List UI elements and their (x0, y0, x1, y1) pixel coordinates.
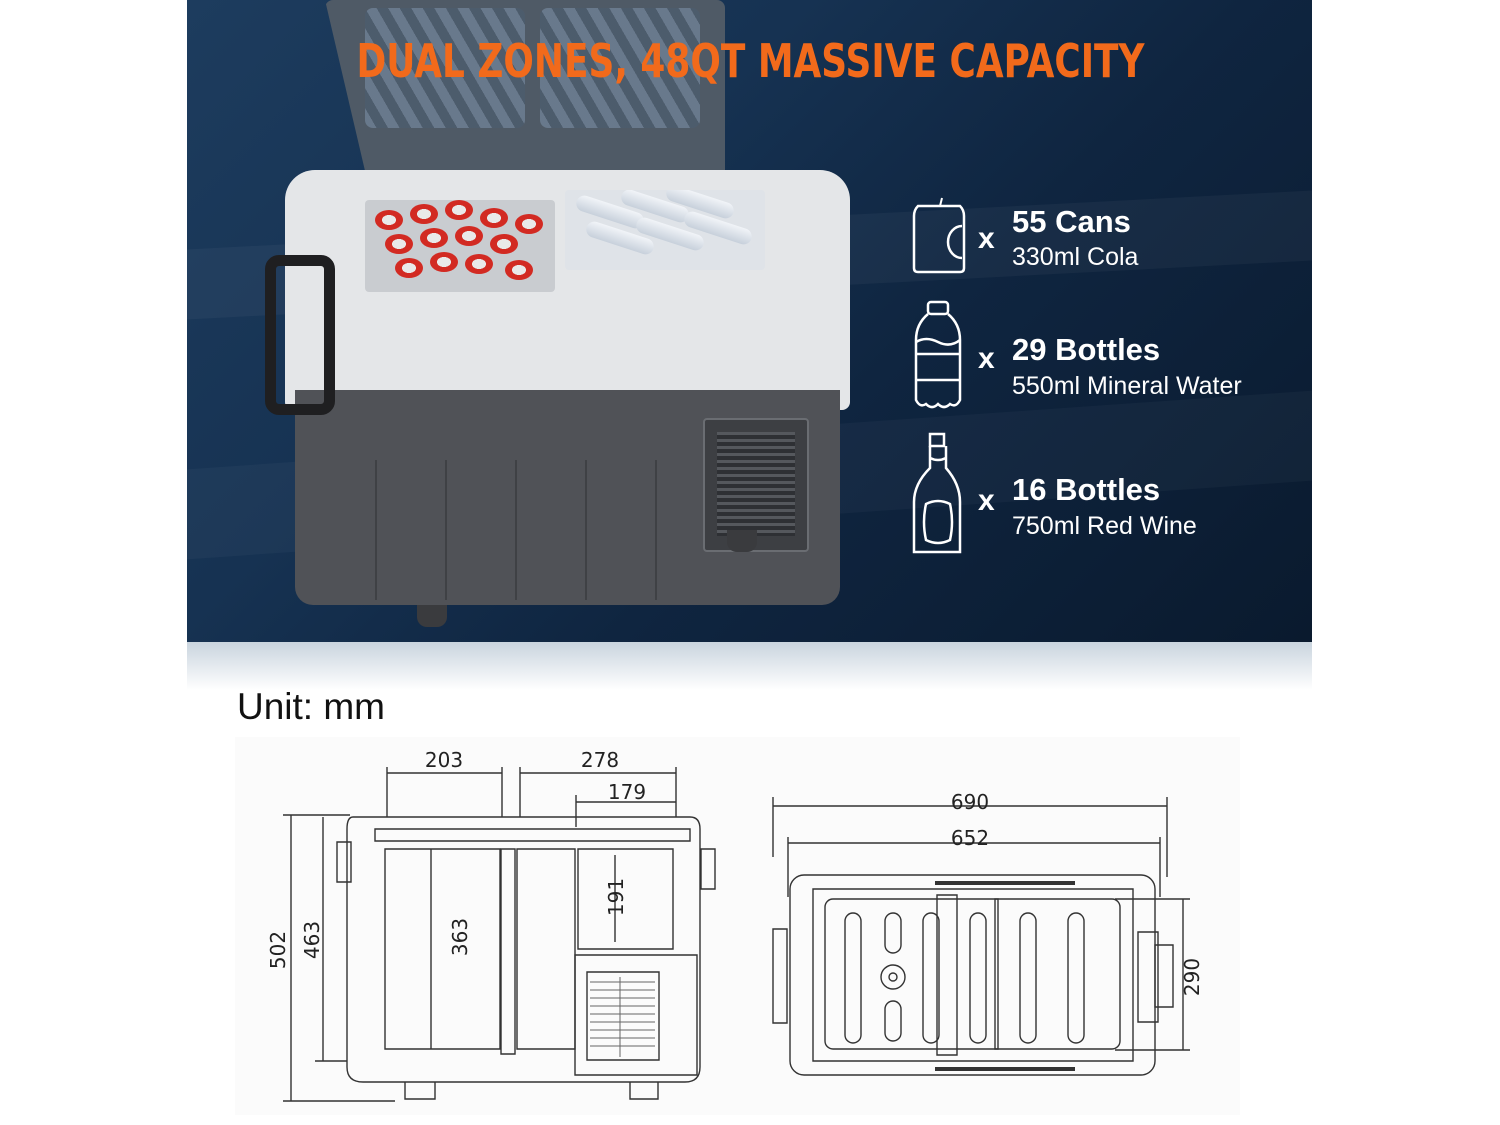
banner-title: DUAL ZONES, 48QT MASSIVE CAPACITY (356, 34, 1145, 88)
capacity-description: 750ml Red Wine (1012, 512, 1197, 540)
soda-can-icon (912, 196, 968, 274)
dim-total-height: 502 (266, 931, 290, 969)
section-fade (187, 642, 1312, 690)
capacity-count: 16 Bottles (1012, 472, 1161, 507)
dim-overall-length: 690 (951, 790, 989, 814)
capacity-description: 330ml Cola (1012, 243, 1139, 271)
dim-right-zone-width: 278 (581, 748, 619, 772)
multiplier-symbol: x (978, 484, 995, 517)
capacity-item-water-bottles: x 29 Bottles 550ml Mineral Water (912, 300, 1292, 420)
right-zone-bottles (565, 190, 765, 270)
water-bottle-icon (912, 300, 964, 412)
capacity-count: 29 Bottles (1012, 332, 1161, 367)
fridge-foot (727, 530, 757, 552)
lid-panel-right (540, 8, 700, 128)
capacity-item-cans: x 55 Cans 330ml Cola (912, 196, 1292, 316)
capacity-count: 55 Cans (1012, 204, 1131, 239)
dim-right-upper-width: 179 (608, 780, 646, 804)
fridge-product-photo (265, 0, 855, 630)
top-view-drawing (773, 797, 1190, 1075)
unit-label: Unit: mm (237, 686, 385, 727)
left-zone-cans (365, 200, 555, 292)
compressor-vent (703, 418, 809, 552)
dim-body-length: 652 (951, 826, 989, 850)
capacity-item-wine-bottles: x 16 Bottles 750ml Red Wine (912, 432, 1292, 552)
dim-top-width: 290 (1180, 958, 1204, 996)
fridge-foot (417, 605, 447, 627)
dim-left-zone-depth: 363 (448, 918, 472, 956)
multiplier-symbol: x (978, 222, 995, 255)
dim-right-zone-depth: 191 (604, 878, 628, 916)
multiplier-symbol: x (978, 342, 995, 375)
wine-bottle-icon (912, 432, 964, 556)
fridge-handle (265, 255, 335, 415)
dim-left-zone-width: 203 (425, 748, 463, 772)
dimension-drawing: 203 278 179 502 463 363 191 (235, 737, 1240, 1115)
front-view-drawing (283, 767, 715, 1101)
capacity-description: 550ml Mineral Water (1012, 372, 1242, 400)
lid-panel-left (365, 8, 525, 128)
dim-body-height: 463 (300, 921, 324, 959)
